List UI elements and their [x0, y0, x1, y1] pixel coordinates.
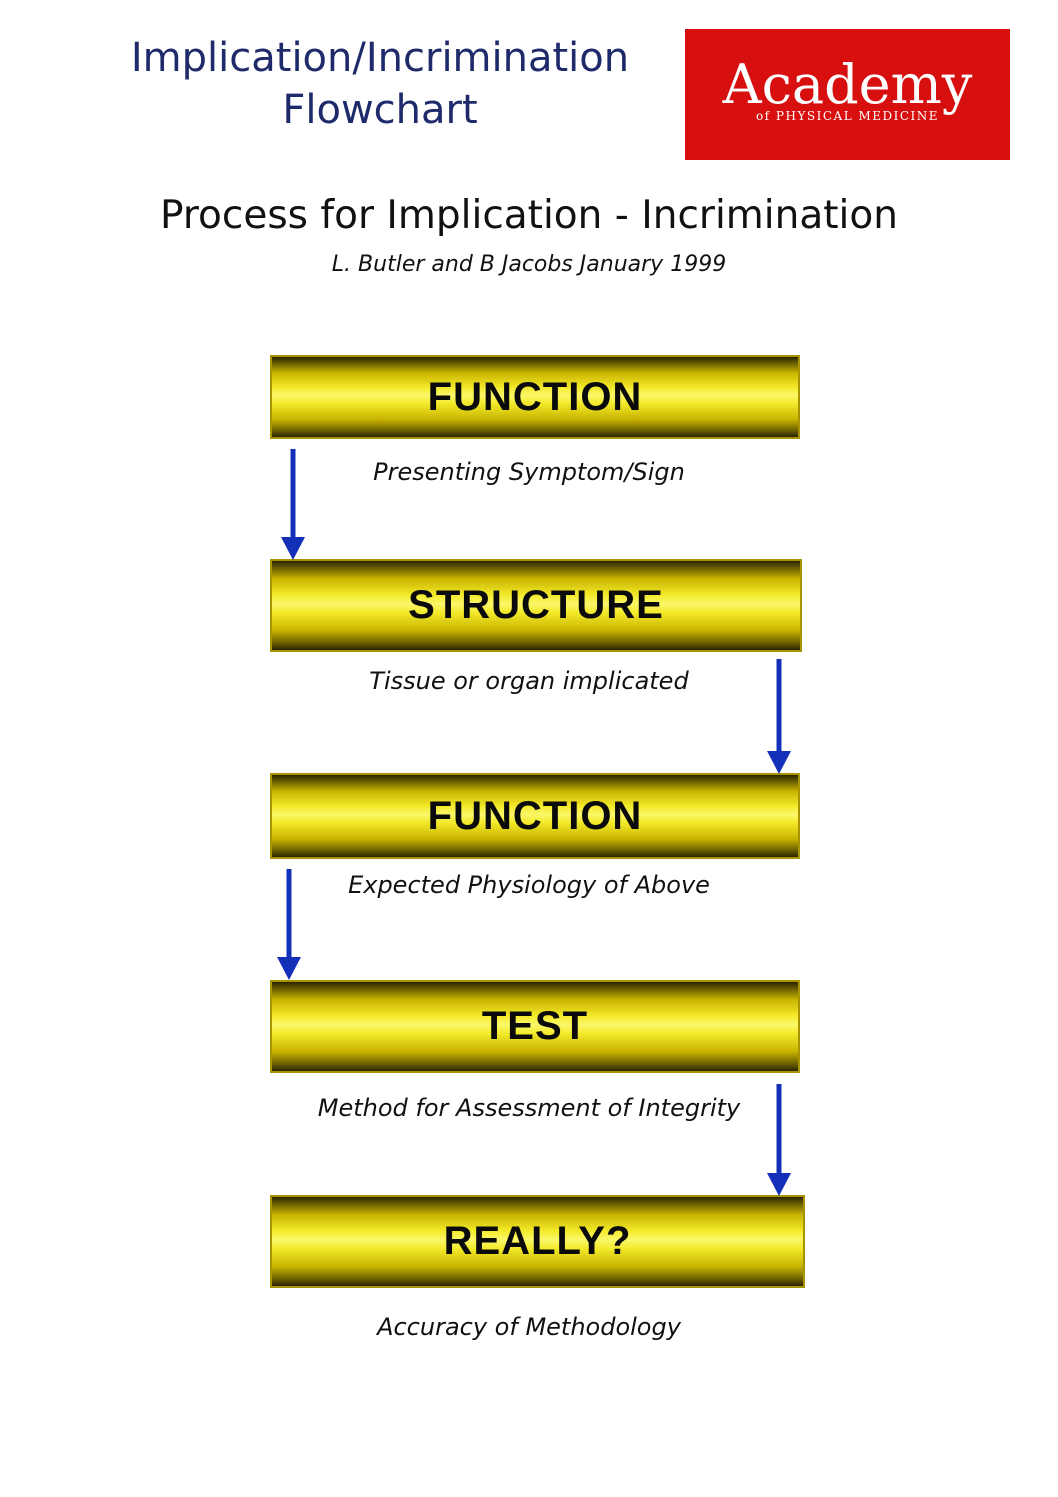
flow-caption-1: Presenting Symptom/Sign — [373, 458, 685, 486]
flow-box-label: STRUCTURE — [408, 583, 664, 627]
flow-box-label: TEST — [481, 1004, 589, 1048]
main-heading: Process for Implication - Incrimination — [160, 193, 898, 238]
byline: L. Butler and B Jacobs January 1999 — [331, 252, 727, 277]
arrow-down-4 — [767, 1084, 791, 1196]
flow-box-really: REALLY? — [270, 1195, 805, 1288]
flow-box-function-1: FUNCTION — [270, 355, 800, 439]
logo-wordmark: Academy — [722, 53, 973, 116]
arrow-down-2 — [767, 659, 791, 774]
arrow-down-1 — [281, 449, 305, 560]
flow-box-structure: STRUCTURE — [270, 559, 802, 652]
flow-caption-5: Accuracy of Methodology — [377, 1313, 681, 1341]
academy-logo: Academy of PHYSICAL MEDICINE — [685, 29, 1010, 160]
flow-caption-2: Tissue or organ implicated — [369, 667, 689, 695]
document-title: Implication/Incrimination Flowchart — [80, 32, 680, 136]
title-line-1: Implication/Incrimination — [130, 35, 630, 81]
flow-box-function-2: FUNCTION — [270, 773, 800, 859]
title-line-2: Flowchart — [282, 87, 478, 133]
arrow-down-3 — [277, 869, 301, 980]
flow-box-label: REALLY? — [443, 1219, 632, 1263]
flow-caption-4: Method for Assessment of Integrity — [317, 1094, 741, 1122]
flow-caption-3: Expected Physiology of Above — [348, 871, 710, 899]
flow-box-label: FUNCTION — [427, 374, 643, 419]
logo-subtitle: of PHYSICAL MEDICINE — [755, 109, 940, 123]
flow-box-test: TEST — [270, 980, 800, 1073]
flow-box-label: FUNCTION — [427, 793, 643, 838]
